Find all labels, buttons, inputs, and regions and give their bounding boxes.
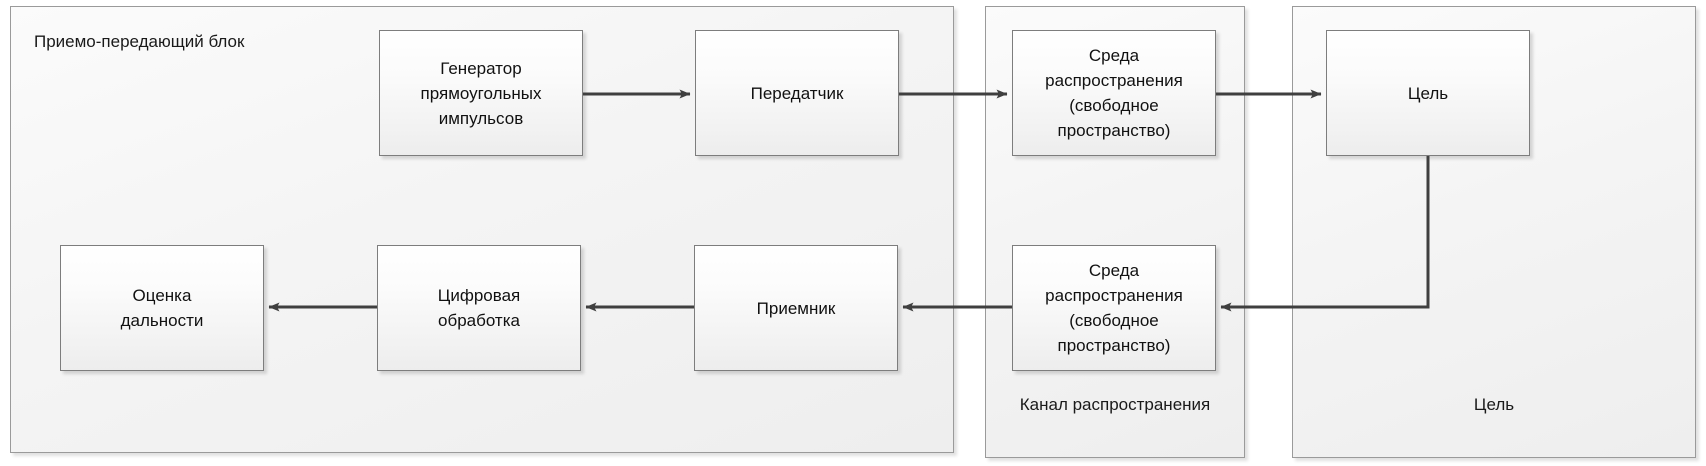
box-range-estimation[interactable]: Оценка дальности bbox=[60, 245, 264, 371]
box-target-label: Цель bbox=[1407, 83, 1449, 103]
box-medium-forward-label: Среда распространения (свободное простра… bbox=[1045, 46, 1183, 140]
box-range-estimation-label: Оценка дальности bbox=[120, 286, 204, 330]
box-target[interactable]: Цель bbox=[1326, 30, 1530, 156]
box-pulse-generator[interactable]: Генератор прямоугольных импульсов bbox=[379, 30, 583, 156]
container-target-group-label: Цель bbox=[1473, 395, 1515, 414]
box-receiver[interactable]: Приемник bbox=[694, 245, 898, 371]
box-transmitter-label: Передатчик bbox=[750, 83, 844, 103]
box-medium-forward[interactable]: Среда распространения (свободное простра… bbox=[1012, 30, 1216, 156]
box-transmitter[interactable]: Передатчик bbox=[695, 30, 899, 156]
box-medium-return[interactable]: Среда распространения (свободное простра… bbox=[1012, 245, 1216, 371]
box-pulse-generator-label: Генератор прямоугольных импульсов bbox=[420, 58, 542, 128]
box-medium-return-label: Среда распространения (свободное простра… bbox=[1045, 261, 1183, 355]
box-digital-processing-label: Цифровая обработка bbox=[437, 286, 521, 330]
container-transceiver-label: Приемо-передающий блок bbox=[34, 32, 245, 51]
box-digital-processing[interactable]: Цифровая обработка bbox=[377, 245, 581, 371]
container-channel-label: Канал распространения bbox=[1019, 395, 1211, 414]
box-receiver-label: Приемник bbox=[756, 298, 836, 318]
